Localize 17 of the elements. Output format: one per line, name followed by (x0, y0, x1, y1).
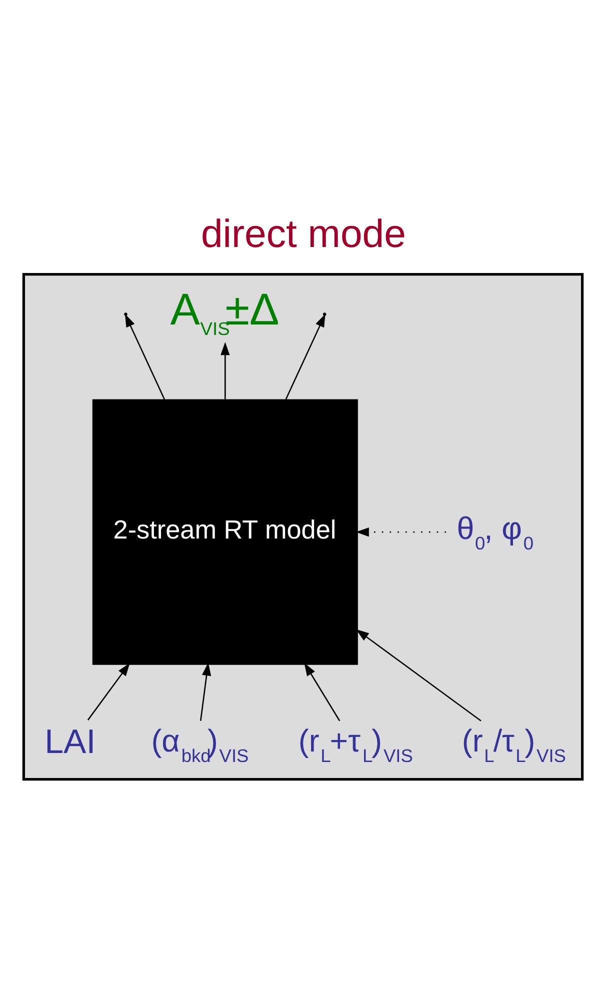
diagram-title: direct mode (200, 212, 406, 256)
node-box: 2-stream RT model (92, 399, 358, 665)
arrow (220, 342, 230, 400)
node-text: (r$_{L}$+τ$_{L}$)$_{VIS}$ (298, 723, 413, 766)
arrow (356, 527, 446, 537)
arrow (124, 314, 166, 400)
arrow (200, 662, 212, 721)
node-text: (r$_{L}$/τ$_{L}$)$_{VIS}$ (462, 723, 566, 766)
node-text: θ$_{0}$, φ$_{0}$ (456, 510, 534, 554)
arrow (356, 629, 482, 722)
cluster (22, 273, 584, 781)
node-text: (α$_{bkd}$)$_{VIS}$ (151, 723, 249, 766)
node-text: A$_{VIS}$±Δ (170, 285, 280, 339)
node-text: LAI (44, 722, 96, 761)
arrow (285, 314, 326, 400)
arrow (87, 662, 130, 720)
arrow (304, 662, 340, 722)
